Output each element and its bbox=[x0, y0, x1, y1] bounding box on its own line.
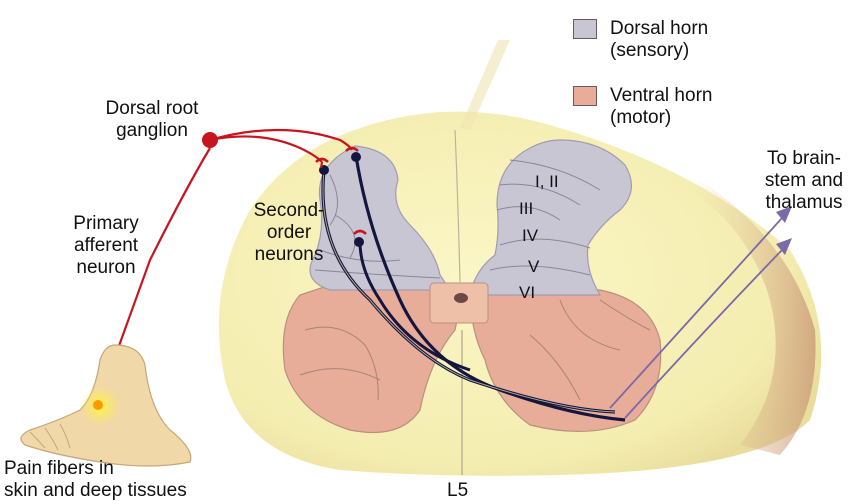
lamina-label: I, II bbox=[535, 172, 559, 191]
label-second-order-line3: neurons bbox=[232, 244, 346, 266]
legend-swatch-ventral bbox=[573, 86, 597, 106]
label-to-brainstem-line1: To brain- bbox=[754, 148, 854, 170]
label-to-brainstem-line2: stem and bbox=[754, 170, 854, 192]
label-primary-afferent-line3: neuron bbox=[56, 257, 156, 279]
label-primary-afferent-line1: Primary bbox=[56, 213, 156, 235]
label-pain-fibers-line1: Pain fibers in bbox=[4, 458, 114, 480]
pain-fiber-ending bbox=[93, 400, 103, 410]
label-spinal-level: L5 bbox=[447, 480, 468, 502]
grey-commissure bbox=[430, 283, 488, 323]
label-second-order-line1: Second- bbox=[232, 200, 346, 222]
lamina-label: V bbox=[528, 257, 540, 276]
legend-label-ventral-line2: (motor) bbox=[610, 107, 671, 129]
label-primary-afferent-line2: afferent bbox=[56, 235, 156, 257]
label-dorsal-root-ganglion-line2: ganglion bbox=[84, 120, 220, 142]
legend-swatch-dorsal bbox=[573, 19, 597, 39]
lamina-label: III bbox=[519, 199, 533, 218]
neuron-soma-3 bbox=[354, 237, 364, 247]
label-pain-fibers-line2: skin and deep tissues bbox=[4, 480, 187, 502]
legend-label-dorsal-line1: Dorsal horn bbox=[610, 18, 708, 40]
label-dorsal-root-ganglion-line1: Dorsal root bbox=[84, 98, 220, 120]
label-second-order-line2: order bbox=[232, 222, 346, 244]
legend-label-dorsal-line2: (sensory) bbox=[610, 40, 689, 62]
lamina-label: IV bbox=[522, 226, 539, 245]
neuron-soma-2 bbox=[351, 152, 361, 162]
foot-illustration bbox=[21, 345, 191, 466]
central-canal bbox=[454, 293, 468, 303]
lamina-label: VI bbox=[519, 283, 535, 302]
legend-label-ventral-line1: Ventral horn bbox=[610, 85, 712, 107]
label-to-brainstem-line3: thalamus bbox=[754, 192, 854, 214]
central-branch-to-lower bbox=[321, 162, 322, 168]
